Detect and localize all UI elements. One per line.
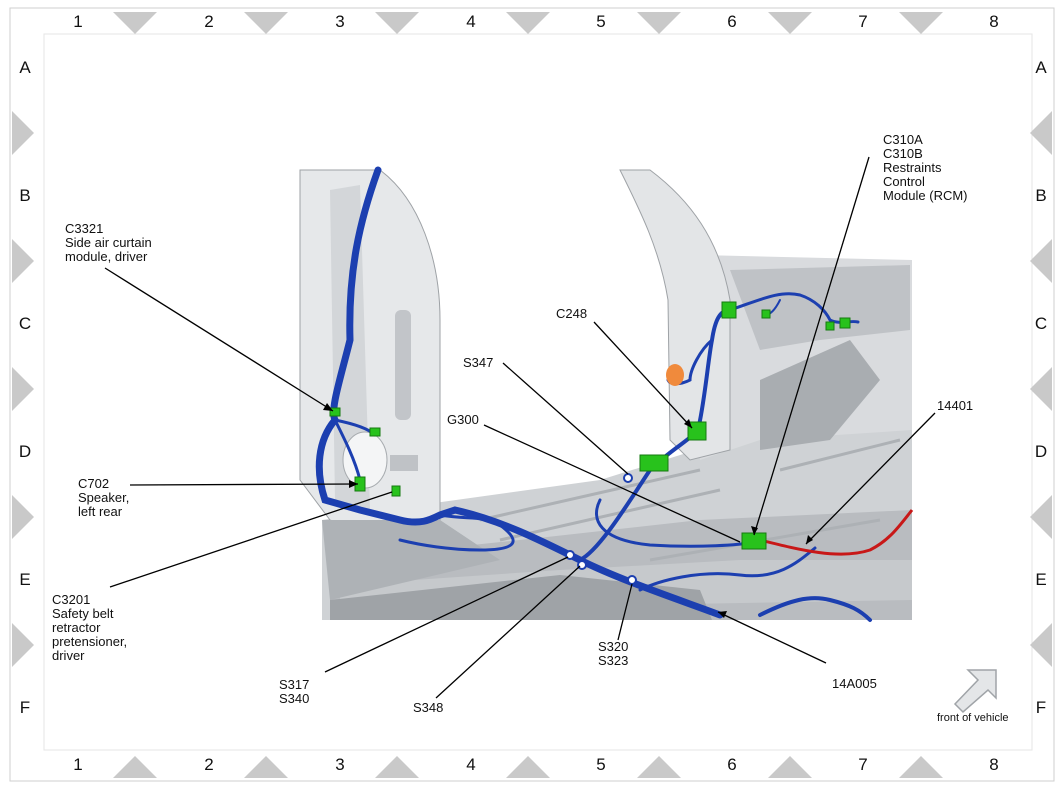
callout-s348: S348 — [413, 700, 444, 715]
grid-row-e-right: E — [1035, 570, 1047, 589]
zone-markers-right — [1030, 111, 1052, 667]
grid-row-c-left: C — [18, 314, 32, 333]
zone-markers-top — [113, 12, 943, 34]
grid-col-5-bottom: 5 — [596, 755, 606, 774]
arrow-up-right-icon — [953, 669, 997, 714]
grid-row-d-right: D — [1034, 442, 1048, 461]
callout-c3201: C3201 Safety belt retractor pretensioner… — [52, 592, 128, 663]
connectors — [329, 301, 851, 550]
callout-c310-rcm: C310A C310B Restraints Control Module (R… — [883, 132, 968, 203]
harness-red — [759, 509, 914, 556]
callout-s320-s323: S320 S323 — [598, 639, 629, 668]
grid-col-8-top: 8 — [989, 12, 999, 31]
zone-markers-bottom — [113, 756, 943, 778]
callout-c702: C702 Speaker, left rear — [78, 476, 130, 519]
grid-col-7-top: 7 — [858, 12, 868, 31]
grid-row-c-right: C — [1034, 314, 1048, 333]
grid-row-a-right: A — [1035, 58, 1047, 77]
grid-col-2-top: 2 — [204, 12, 214, 31]
grid-row-d-left: D — [18, 442, 32, 461]
front-of-vehicle-label: front of vehicle — [937, 712, 1009, 724]
grid-row-b-left: B — [19, 186, 31, 205]
grid-col-3-bottom: 3 — [335, 755, 345, 774]
grid-row-b-right: B — [1035, 186, 1047, 205]
callout-g300: G300 — [447, 412, 479, 427]
grid-col-1-top: 1 — [73, 12, 83, 31]
grid-row-f-left: F — [19, 698, 31, 717]
grid-col-4-bottom: 4 — [466, 755, 476, 774]
zone-markers-left — [12, 111, 34, 667]
orange-component — [666, 364, 684, 386]
callout-s347: S347 — [463, 355, 494, 370]
callout-c248: C248 — [556, 306, 588, 321]
grid-col-1-bottom: 1 — [73, 755, 83, 774]
leader-lines — [104, 156, 936, 699]
grid-col-8-bottom: 8 — [989, 755, 999, 774]
callout-14a005: 14A005 — [832, 676, 877, 691]
callout-c3321: C3321 Side air curtain module, driver — [65, 221, 152, 264]
grid-row-f-right: F — [1035, 698, 1047, 717]
grid-col-5-top: 5 — [596, 12, 606, 31]
leader-arrowheads — [323, 403, 813, 618]
grid-col-2-bottom: 2 — [204, 755, 214, 774]
callout-14401: 14401 — [937, 398, 974, 413]
grid-col-3-top: 3 — [335, 12, 345, 31]
grid-col-6-bottom: 6 — [727, 755, 737, 774]
vehicle-body — [299, 169, 912, 620]
callout-s317-s340: S317 S340 — [279, 677, 310, 706]
grid-col-4-top: 4 — [466, 12, 476, 31]
grid-col-7-bottom: 7 — [858, 755, 868, 774]
grid-row-e-left: E — [19, 570, 31, 589]
splice-markers — [565, 473, 637, 585]
grid-col-6-top: 6 — [727, 12, 737, 31]
grid-row-a-left: A — [19, 58, 31, 77]
